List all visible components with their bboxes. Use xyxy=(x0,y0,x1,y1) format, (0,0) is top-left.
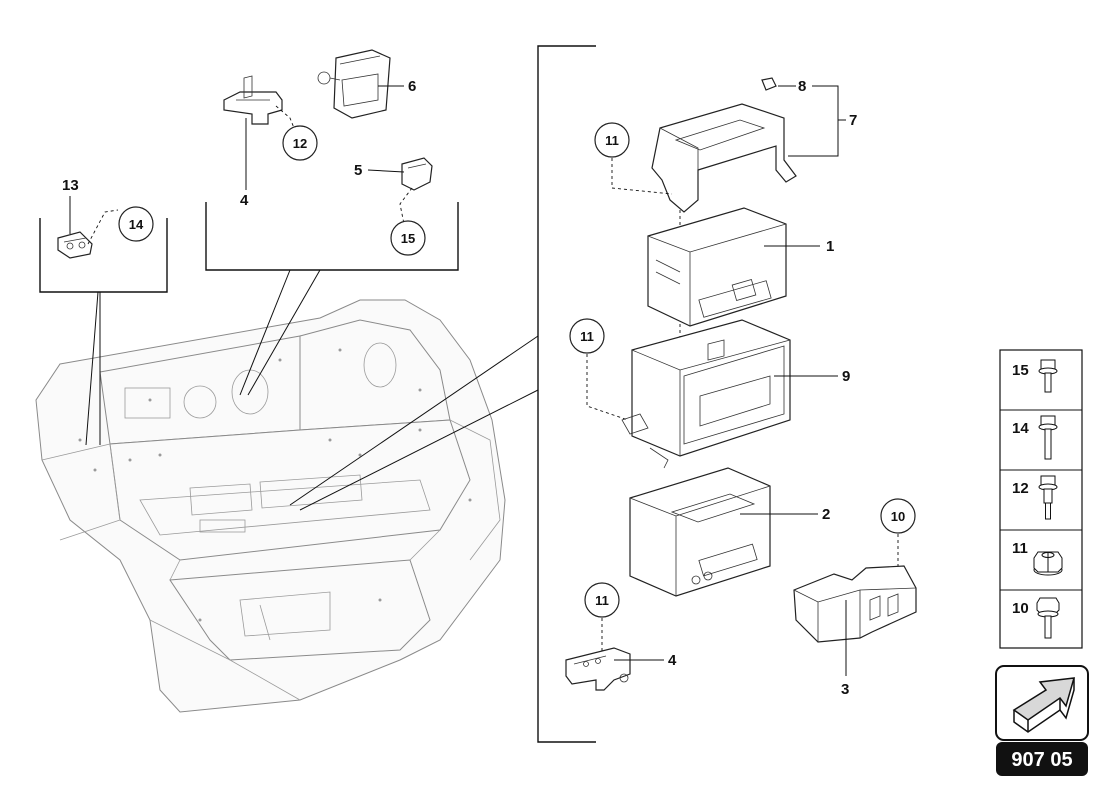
circle-callout-11-lower: 11 xyxy=(584,582,620,618)
part-9-mounting-frame xyxy=(621,319,791,469)
svg-text:10: 10 xyxy=(891,509,905,524)
part-2-head-unit xyxy=(629,467,771,597)
part-13-clip xyxy=(57,231,93,259)
diagram-id-text: 907 05 xyxy=(1011,749,1072,771)
circle-callout-10: 10 xyxy=(880,498,916,534)
callout-8: 8 xyxy=(798,78,806,95)
hex-nut-icon xyxy=(1033,551,1063,576)
svg-text:11: 11 xyxy=(580,329,594,344)
part-4-bracket-upper xyxy=(223,75,283,125)
part-3-amplifier xyxy=(793,565,917,643)
part-6-control-module xyxy=(317,49,391,119)
bolt-long-icon xyxy=(1038,415,1058,460)
bolt-stepped-icon xyxy=(1038,475,1058,520)
svg-text:15: 15 xyxy=(401,231,415,246)
callout-4-upper: 4 xyxy=(240,192,249,209)
forward-arrow-icon[interactable] xyxy=(995,665,1089,741)
legend-number-12: 12 xyxy=(1012,480,1029,497)
circle-callout-12: 12 xyxy=(282,125,318,161)
fastener-legend: 15 14 12 11 10 xyxy=(999,349,1083,649)
detail-frame-left xyxy=(39,218,168,293)
detail-frame-middle xyxy=(205,202,459,271)
callout-9: 9 xyxy=(842,368,850,385)
callout-7: 7 xyxy=(849,112,857,129)
callout-6: 6 xyxy=(408,78,416,95)
svg-text:14: 14 xyxy=(129,217,144,232)
detail-frame-main xyxy=(537,45,596,743)
part-1-control-unit xyxy=(647,207,787,327)
diagram-id-badge: 907 05 xyxy=(996,742,1088,776)
part-7-cover-bracket xyxy=(651,103,797,213)
callout-3: 3 xyxy=(841,681,849,698)
bolt-flange-icon xyxy=(1038,359,1058,393)
svg-text:11: 11 xyxy=(595,593,609,608)
callout-1: 1 xyxy=(826,238,834,255)
legend-number-11: 11 xyxy=(1012,540,1028,557)
part-4-bracket-lower xyxy=(565,647,631,691)
legend-number-14: 14 xyxy=(1012,420,1029,437)
callout-5: 5 xyxy=(354,162,362,179)
circle-callout-11-middle: 11 xyxy=(569,318,605,354)
circle-callout-15: 15 xyxy=(390,220,426,256)
car-body-illustration xyxy=(35,299,506,713)
callout-4-lower: 4 xyxy=(668,652,677,669)
legend-number-10: 10 xyxy=(1012,600,1029,617)
hex-bolt-icon xyxy=(1036,597,1060,639)
circle-callout-14: 14 xyxy=(118,206,154,242)
part-5-sensor xyxy=(401,157,433,191)
svg-text:11: 11 xyxy=(605,133,619,148)
svg-text:12: 12 xyxy=(293,136,307,151)
callout-13: 13 xyxy=(62,177,79,194)
legend-number-15: 15 xyxy=(1012,362,1029,379)
part-8-clip xyxy=(761,77,777,91)
callout-2: 2 xyxy=(822,506,830,523)
circle-callout-11-upper: 11 xyxy=(594,122,630,158)
